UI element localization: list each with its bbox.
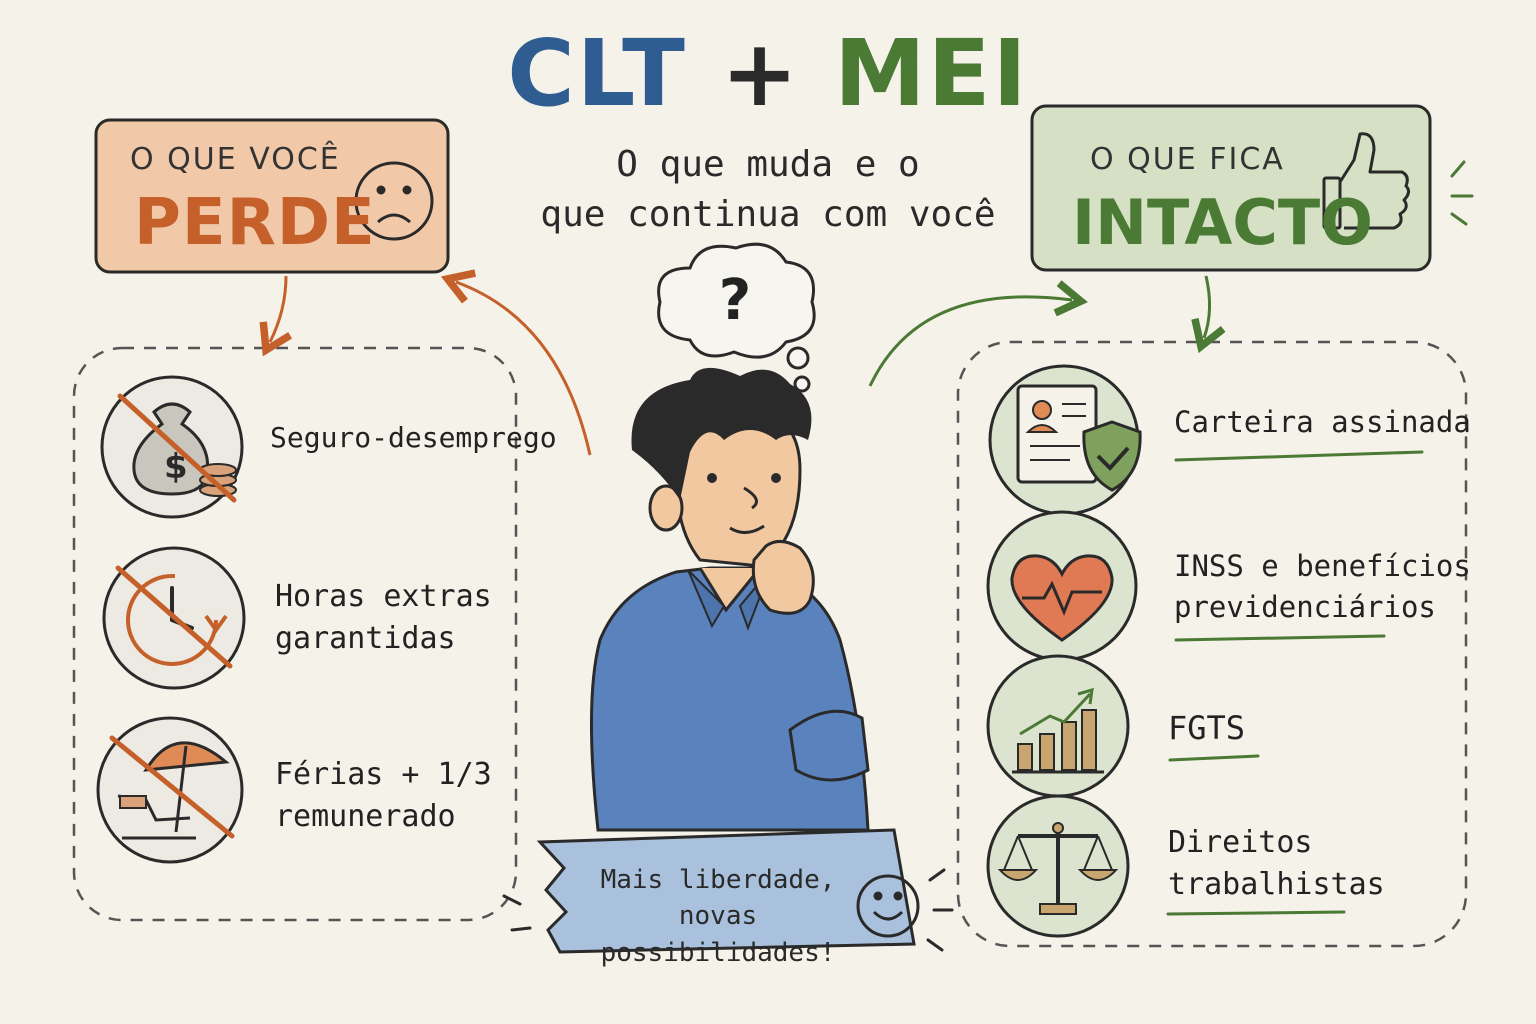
lose-item-overtime-line-1: Horas extras [275, 579, 492, 614]
lose-header-box [94, 118, 450, 274]
lose-header-big: PERDE [134, 186, 376, 260]
keep-item-inss: INSS e benefícios previdenciários [1174, 546, 1471, 627]
subtitle: O que muda e o que continua com você [508, 140, 1028, 241]
lose-item-vacation: Férias + 1/3 remunerado [275, 754, 492, 838]
banner-ribbon [536, 828, 916, 954]
lose-item-unemployment: Seguro-desemprego [270, 421, 557, 454]
keep-item-rights-line-2: trabalhistas [1168, 867, 1385, 902]
heart-pulse-icon [986, 510, 1138, 662]
arrow-person-to-keep [868, 297, 1072, 387]
keep-header-big: INTACTO [1072, 186, 1373, 259]
title-clt: CLT [507, 20, 687, 127]
thumbs-up-icon [1322, 132, 1411, 230]
keep-item-work-card: Carteira assinada [1174, 405, 1471, 439]
sparkle-lines [1450, 160, 1474, 226]
title-plus: + [720, 20, 801, 127]
arrow-keep-down [1204, 275, 1210, 338]
keep-item-rights-line-1: Direitos [1168, 825, 1313, 860]
keep-header-top: O QUE FICA [1090, 142, 1285, 177]
lose-item-vacation-line-1: Férias + 1/3 [275, 757, 492, 792]
subtitle-line-1: O que muda e o [616, 144, 920, 185]
growth-chart-icon [986, 654, 1130, 798]
keep-underlines [1166, 450, 1424, 916]
keep-item-inss-line-2: previdenciários [1174, 589, 1436, 624]
lose-item-overtime: Horas extras garantidas [275, 576, 492, 660]
title-mei: MEI [834, 20, 1029, 127]
keep-item-rights: Direitos trabalhistas [1168, 822, 1385, 906]
scales-icon [986, 794, 1130, 938]
banner-line-2: novas possibilidades! [600, 901, 836, 968]
svg-text:$: $ [164, 447, 188, 487]
thinking-person [590, 367, 870, 832]
arrow-lose-down [270, 275, 286, 342]
arrow-person-to-lose [456, 282, 592, 456]
page-title: CLT + MEI [0, 28, 1536, 120]
banner-text: Mais liberdade, novas possibilidades! [568, 862, 868, 971]
question-mark: ? [718, 268, 752, 333]
lose-panel [72, 346, 518, 922]
smile-icon [856, 874, 920, 938]
work-card-shield-icon [988, 364, 1142, 516]
money-bag-icon: $ [100, 375, 244, 519]
beach-umbrella-icon [96, 716, 244, 864]
clock-icon [102, 546, 246, 690]
sad-face-icon [354, 161, 434, 241]
lose-header-top: O QUE VOCÊ [130, 142, 341, 177]
lose-item-overtime-line-2: garantidas [275, 621, 456, 656]
keep-item-inss-line-1: INSS e benefícios [1174, 549, 1471, 583]
lose-item-vacation-line-2: remunerado [275, 799, 456, 834]
banner-line-1: Mais liberdade, [600, 865, 836, 895]
keep-item-fgts: FGTS [1168, 709, 1246, 747]
subtitle-line-2: que continua com você [540, 194, 996, 236]
banner-sparkles [502, 868, 954, 952]
